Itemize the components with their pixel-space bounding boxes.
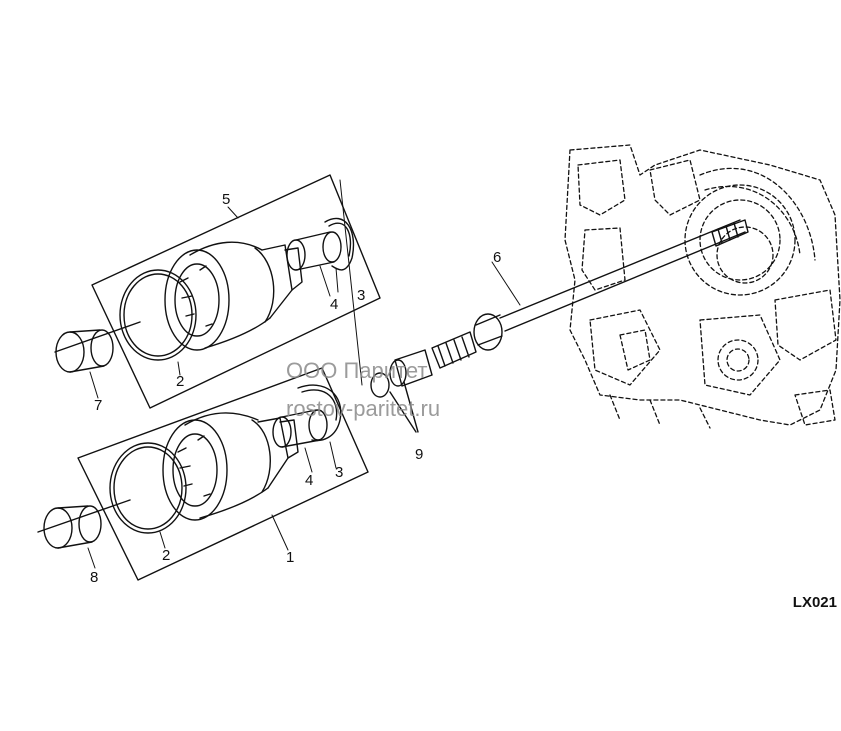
lower-assembly-box <box>77 367 369 581</box>
lower-snap-ring-3 <box>297 384 342 442</box>
callout-5: 5 <box>222 191 231 208</box>
lower-ring-2 <box>109 442 187 534</box>
bushing-7 <box>54 321 141 373</box>
leader-lines <box>87 179 521 569</box>
watermark-company: ООО Паритет <box>286 358 428 383</box>
upper-assembly-box <box>91 174 381 409</box>
callout-9: 9 <box>415 446 424 463</box>
callout-6: 6 <box>493 249 502 266</box>
callout-3-upper: 3 <box>357 287 366 304</box>
callout-2-upper: 2 <box>176 373 185 390</box>
upper-snap-ring-3 <box>324 217 355 271</box>
callout-7: 7 <box>94 397 103 414</box>
upper-sleeve-4 <box>286 231 342 271</box>
callout-8: 8 <box>90 569 99 586</box>
lower-gear-housing <box>162 412 299 521</box>
diagram-code: LX021 <box>792 594 837 611</box>
shaft-6 <box>431 219 749 369</box>
bushing-8 <box>37 499 131 549</box>
watermark-url: rostov-paritet.ru <box>286 396 441 421</box>
callout-4-lower: 4 <box>305 472 314 489</box>
callout-1: 1 <box>286 549 295 566</box>
bushings-9 <box>370 349 433 433</box>
upper-gear-housing <box>164 241 303 351</box>
callout-3-lower: 3 <box>335 464 344 481</box>
transmission-housing <box>564 144 841 429</box>
upper-ring-2 <box>119 269 197 361</box>
callout-4-upper: 4 <box>330 296 339 313</box>
callout-2-lower: 2 <box>162 547 171 564</box>
